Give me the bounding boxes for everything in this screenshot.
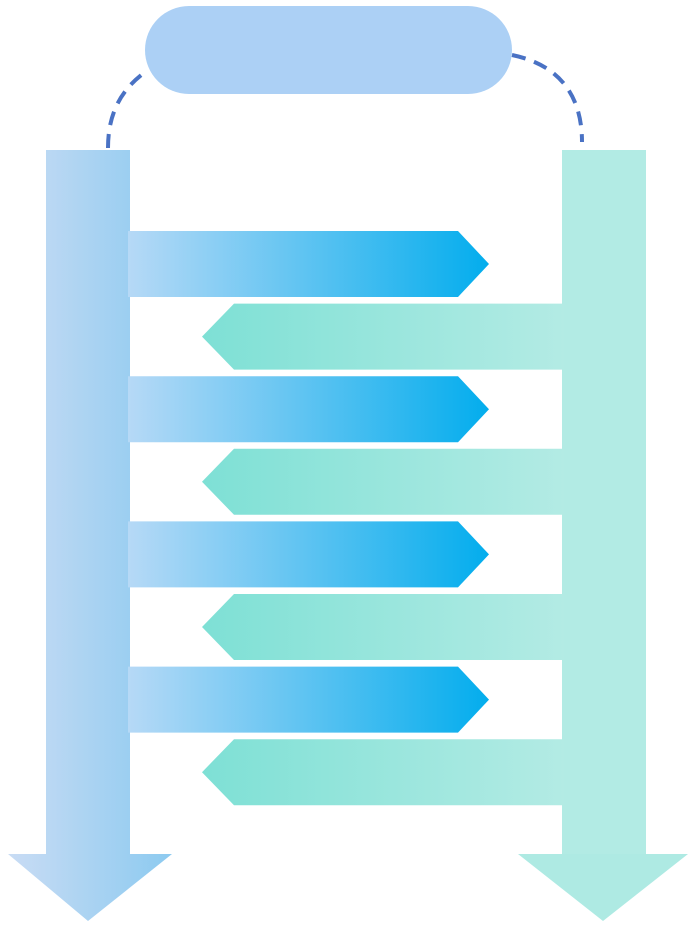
step-2: [202, 303, 564, 370]
right-connector-line: [511, 53, 584, 143]
step-1: [128, 231, 489, 297]
step-3: [128, 376, 489, 443]
step-arrow-right: [128, 521, 489, 588]
step-arrows: [128, 231, 564, 806]
step-arrow-left: [202, 739, 564, 806]
step-arrow-left: [202, 448, 564, 515]
step-8: [202, 739, 564, 806]
step-4: [202, 448, 564, 515]
top-pill: [145, 6, 512, 94]
step-7: [128, 666, 489, 733]
step-5: [128, 521, 489, 588]
right-column-shaft: [562, 150, 646, 856]
left-down-arrow: [8, 150, 172, 921]
step-arrow-left: [202, 594, 564, 660]
step-6: [202, 594, 564, 660]
left-connector-line: [106, 68, 150, 149]
step-arrow-right: [128, 666, 489, 733]
step-arrow-right: [128, 231, 489, 297]
step-arrow-left: [202, 303, 564, 370]
step-arrow-right: [128, 376, 489, 443]
right-column-head: [518, 854, 688, 921]
